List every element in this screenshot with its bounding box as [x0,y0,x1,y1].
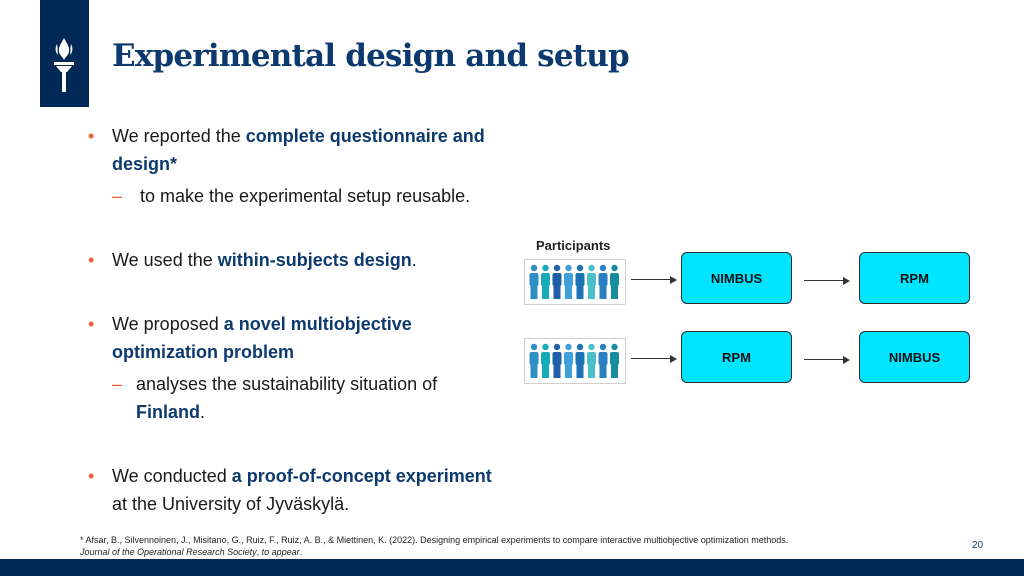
person-figure [564,264,573,299]
arrow-icon [631,275,677,285]
university-logo [40,0,89,107]
person-figure [564,343,573,378]
torch-icon [54,38,74,92]
person-figure [598,264,608,299]
bullet-text: We used the [112,250,218,270]
footnote-citation: * Afsar, B., Silvennoinen, J., Misitano,… [80,534,880,558]
bullet-text: We proposed [112,314,224,334]
sub-bullet-marker: – [112,374,123,394]
person-figure [610,343,619,378]
bullet-text: We conducted [112,466,232,486]
page-title: Experimental design and setup [112,38,630,74]
bullet-marker: • [88,314,95,334]
person-figure [598,343,608,378]
method-box-nimbus: NIMBUS [681,252,792,304]
person-figure [552,343,562,378]
person-figure [552,264,562,299]
person-figure [541,343,550,378]
bullet-text: at the University of Jyväskylä. [112,494,350,514]
bullet-marker: • [88,466,95,486]
bullet-emphasis: complete questionnaire and [245,126,485,146]
participants-label: Participants [536,238,611,253]
page-number: 20 [972,540,984,551]
person-figure [610,264,619,299]
sub-bullet-text: analyses the sustainability situation of [136,374,438,394]
sub-bullet-marker: – [112,186,123,206]
footnote-journal: Journal of the Operational Research Soci… [80,547,257,557]
footnote-status: to appear [261,547,300,557]
people-icon [529,264,619,299]
person-figure [587,343,596,378]
footnote-end: . [299,547,303,557]
footnote-separator: , [256,547,262,557]
bullet-marker: • [88,126,95,146]
footnote-line: * Afsar, B., Silvennoinen, J., Misitano,… [80,535,789,545]
bullet-emphasis: optimization problem [112,342,294,362]
person-figure [575,343,585,378]
participants-group-1 [524,259,626,305]
bullet-emphasis: a proof-of-concept experiment [231,466,492,486]
bullet-text: . [200,402,206,422]
participants-group-2 [524,338,626,384]
bullet-emphasis: a novel multiobjective [223,314,412,334]
bullet-marker: • [88,250,95,270]
arrow-icon [631,354,677,364]
sub-bullet-text: to make the experimental setup reusable. [140,186,471,206]
person-figure [529,264,539,299]
people-icon [529,343,619,378]
person-figure [587,264,596,299]
bullet-text: We reported the [112,126,246,146]
arrow-icon [804,355,850,365]
method-box-rpm: RPM [681,331,792,383]
person-figure [575,264,585,299]
method-box-nimbus: NIMBUS [859,331,970,383]
bullet-text: . [411,250,417,270]
arrow-icon [804,276,850,286]
bullet-emphasis: within-subjects design [217,250,412,270]
bullet-emphasis: Finland [136,402,200,422]
method-box-rpm: RPM [859,252,970,304]
footer-bar [0,559,1024,576]
bullet-emphasis: design* [112,154,178,174]
person-figure [529,343,539,378]
person-figure [541,264,550,299]
